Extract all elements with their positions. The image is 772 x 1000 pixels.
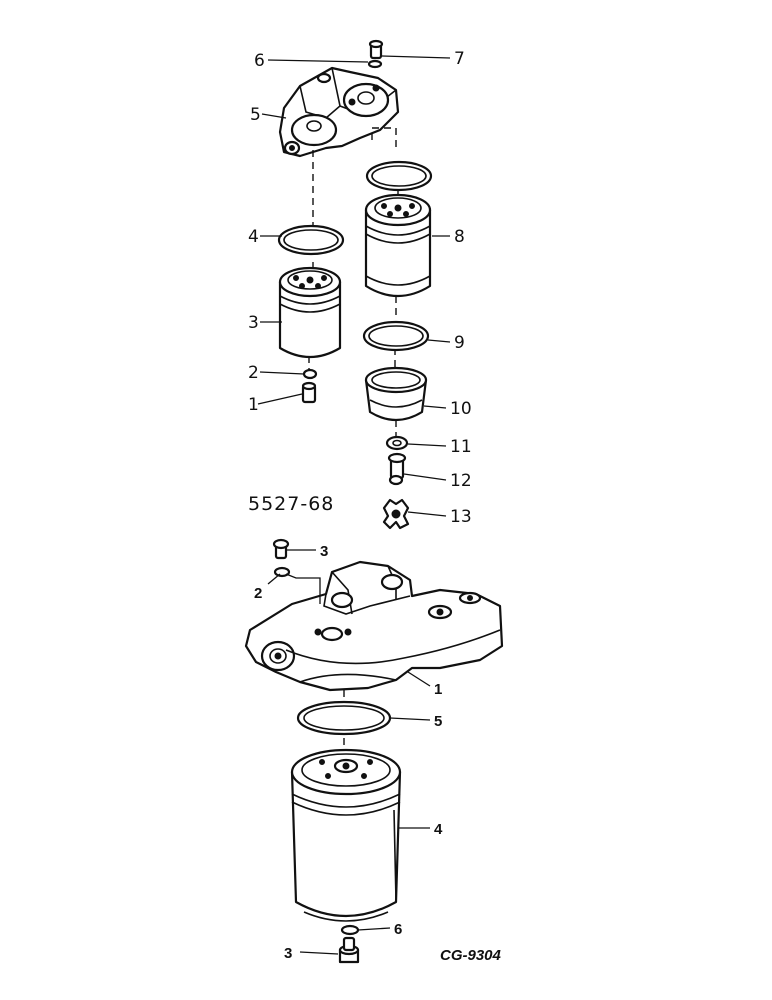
upper-callout-9: 9 — [454, 333, 465, 353]
head-washer — [367, 59, 383, 69]
lower-head-bolt — [272, 538, 290, 560]
upper-callout-3: 3 — [248, 313, 259, 333]
upper-callout-4: 4 — [248, 227, 259, 247]
drain-plug — [387, 452, 407, 486]
upper-callout-13: 13 — [450, 507, 472, 527]
figure-code: CG-9304 — [440, 947, 502, 964]
lower-head-washer — [273, 566, 291, 578]
lower-callout-4: 4 — [434, 821, 443, 838]
upper-callout-7: 7 — [454, 49, 465, 69]
upper-seal-ring-right-top — [365, 160, 433, 192]
upper-callout-6: 6 — [254, 51, 265, 71]
upper-assembly: 6 7 5 4 8 3 9 2 1 10 11 12 13 5527-68 — [248, 39, 472, 530]
lower-seal-ring — [296, 700, 392, 736]
lower-callout-5: 5 — [434, 713, 442, 730]
upper-callout-5: 5 — [250, 105, 261, 125]
drain-knob — [382, 498, 410, 530]
lower-drain-bolt — [338, 936, 360, 964]
upper-drain-washer — [302, 368, 318, 380]
upper-callout-8: 8 — [454, 227, 465, 247]
lower-assembly: 3 2 1 5 4 6 3 CG-9304 — [244, 538, 504, 964]
upper-callout-1: 1 — [248, 395, 259, 415]
lower-callout-6: 6 — [394, 921, 402, 938]
lower-callout-3-top: 3 — [320, 543, 328, 560]
upper-filter-left — [278, 266, 342, 358]
upper-callout-2: 2 — [248, 363, 259, 383]
upper-callout-12: 12 — [450, 471, 472, 491]
upper-callout-10: 10 — [450, 399, 472, 419]
upper-filter-right — [364, 193, 432, 297]
lower-callout-1: 1 — [434, 681, 442, 698]
upper-filter-head — [278, 66, 400, 158]
lower-drain-washer — [340, 924, 360, 936]
drain-washer — [385, 435, 409, 451]
upper-callout-11: 11 — [450, 437, 472, 457]
upper-drain-bolt — [301, 381, 317, 404]
sediment-bowl — [364, 366, 428, 422]
lower-callout-3-bottom: 3 — [284, 945, 292, 962]
upper-seal-ring-right — [362, 320, 430, 352]
lower-filter-head — [244, 560, 504, 692]
lower-callout-2: 2 — [254, 585, 262, 602]
lower-filter-element — [290, 748, 402, 922]
head-bolt — [368, 39, 384, 60]
upper-seal-ring-left — [277, 224, 345, 256]
upper-assembly-code: 5527-68 — [248, 493, 334, 515]
